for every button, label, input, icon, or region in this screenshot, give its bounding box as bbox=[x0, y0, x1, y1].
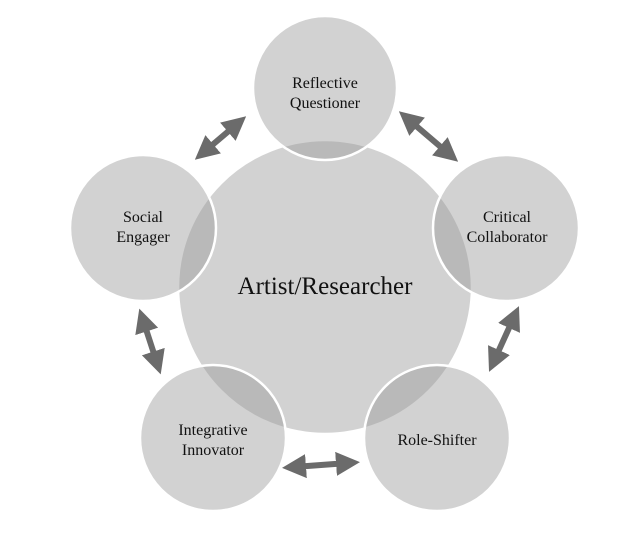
arrow-reflective-critical bbox=[398, 111, 459, 162]
node-integrative-innovator bbox=[138, 363, 288, 513]
node-label: Engager bbox=[116, 229, 170, 246]
node-label: Innovator bbox=[182, 442, 245, 459]
node-label: Integrative bbox=[178, 422, 247, 439]
node-label: Questioner bbox=[290, 95, 361, 112]
arrow-critical-roleshifter bbox=[488, 306, 520, 372]
center-label: Artist/Researcher bbox=[238, 273, 414, 300]
arrow-social-reflective bbox=[194, 116, 247, 160]
node-social-engager bbox=[68, 153, 218, 303]
node-label: Collaborator bbox=[467, 229, 549, 246]
node-critical-collaborator bbox=[431, 153, 581, 303]
node-role-shifter bbox=[362, 363, 512, 513]
node-label: Role-Shifter bbox=[397, 432, 477, 449]
node-label: Critical bbox=[483, 209, 532, 226]
arrow-social-integrative bbox=[135, 308, 165, 375]
center-circle bbox=[176, 138, 474, 436]
node-reflective-questioner bbox=[251, 14, 399, 162]
node-label: Reflective bbox=[292, 75, 358, 92]
node-label: Social bbox=[123, 209, 164, 226]
arrow-integrative-roleshifter bbox=[282, 451, 360, 479]
